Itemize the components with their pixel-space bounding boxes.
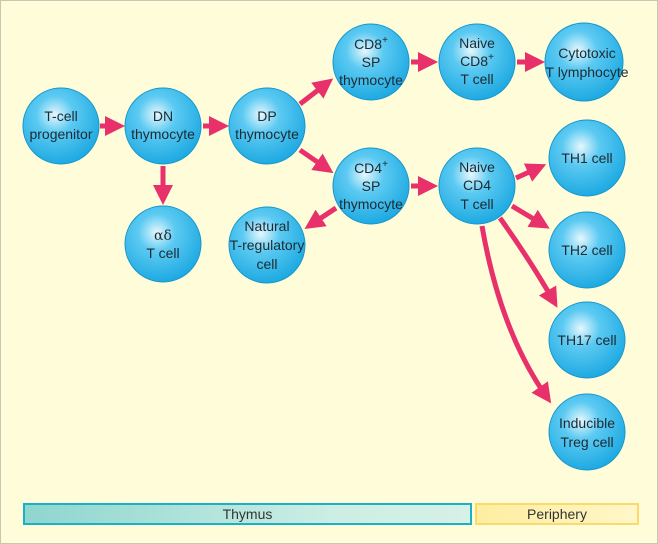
cell-label: DP	[257, 108, 276, 124]
cells: T-cell progenitor DN thymocyte αδ T cell…	[22, 22, 629, 471]
cell-label: αδ	[154, 228, 172, 244]
cell-label: SP	[362, 178, 381, 194]
cell-label: T cell	[460, 71, 493, 87]
thymus-region-bar: Thymus	[23, 503, 472, 525]
cell-th2: TH2 cell	[548, 211, 626, 289]
cell-natural-t-regulatory: Natural T-regulatory cell	[228, 206, 306, 284]
cell-naive-cd4-t-cell: Naive CD4 T cell	[438, 147, 516, 225]
cell-t-cell-progenitor: T-cell progenitor	[22, 87, 100, 165]
arrow-naivecd4-th17	[497, 216, 558, 308]
cell-label: T lymphocyte	[546, 64, 629, 80]
cell-label: T cell	[146, 245, 179, 261]
cell-cytotoxic-t-lymphocyte: Cytotoxic T lymphocyte	[544, 22, 629, 102]
cell-label: CD4+	[354, 159, 388, 176]
cell-label: DN	[153, 108, 173, 124]
cell-label: progenitor	[29, 126, 92, 142]
cell-label: Naive	[459, 35, 495, 51]
cell-th1: TH1 cell	[548, 119, 626, 197]
cell-naive-cd8-t-cell: Naive CD8+ T cell	[438, 23, 516, 101]
cell-gamma-delta-t-cell: αδ T cell	[124, 205, 202, 283]
cell-label: TH2 cell	[561, 242, 612, 258]
cell-dn-thymocyte: DN thymocyte	[124, 87, 202, 165]
cell-label: CD4	[463, 177, 491, 193]
cell-label: T-regulatory	[230, 237, 305, 253]
cell-label: CD8+	[460, 52, 494, 69]
arrow-naivecd4-th2	[510, 203, 550, 229]
arrow-dp-cd4sp	[298, 147, 334, 174]
cell-label: Naive	[459, 159, 495, 175]
cell-th17: TH17 cell	[548, 301, 626, 379]
cell-inducible-treg: Inducible Treg cell	[548, 393, 626, 471]
cell-label: T-cell	[44, 108, 77, 124]
cell-label: thymocyte	[235, 126, 299, 142]
cell-label: SP	[362, 54, 381, 70]
cell-label: thymocyte	[339, 72, 403, 88]
arrow-cd4sp-ntreg	[304, 205, 338, 229]
cell-label: Natural	[244, 218, 289, 234]
arrow-dp-cd8sp	[298, 78, 334, 106]
arrow-naivecd4-th1	[514, 163, 547, 182]
cell-label: T cell	[460, 196, 493, 212]
cell-dp-thymocyte: DP thymocyte	[228, 87, 306, 165]
cell-label: Treg cell	[560, 434, 613, 450]
cell-label: thymocyte	[339, 196, 403, 212]
cell-cd8-sp-thymocyte: CD8+ SP thymocyte	[332, 23, 410, 101]
cell-label: thymocyte	[131, 126, 195, 142]
cell-label: Cytotoxic	[558, 45, 616, 61]
cell-label: TH17 cell	[557, 332, 616, 348]
arrow-naivecd4-itreg	[479, 225, 552, 404]
periphery-region-bar: Periphery	[475, 503, 639, 525]
cell-label: cell	[256, 256, 277, 272]
cell-label: CD8+	[354, 35, 388, 52]
cell-label: Inducible	[559, 415, 615, 431]
cell-cd4-sp-thymocyte: CD4+ SP thymocyte	[332, 147, 410, 225]
cell-label: TH1 cell	[561, 150, 612, 166]
